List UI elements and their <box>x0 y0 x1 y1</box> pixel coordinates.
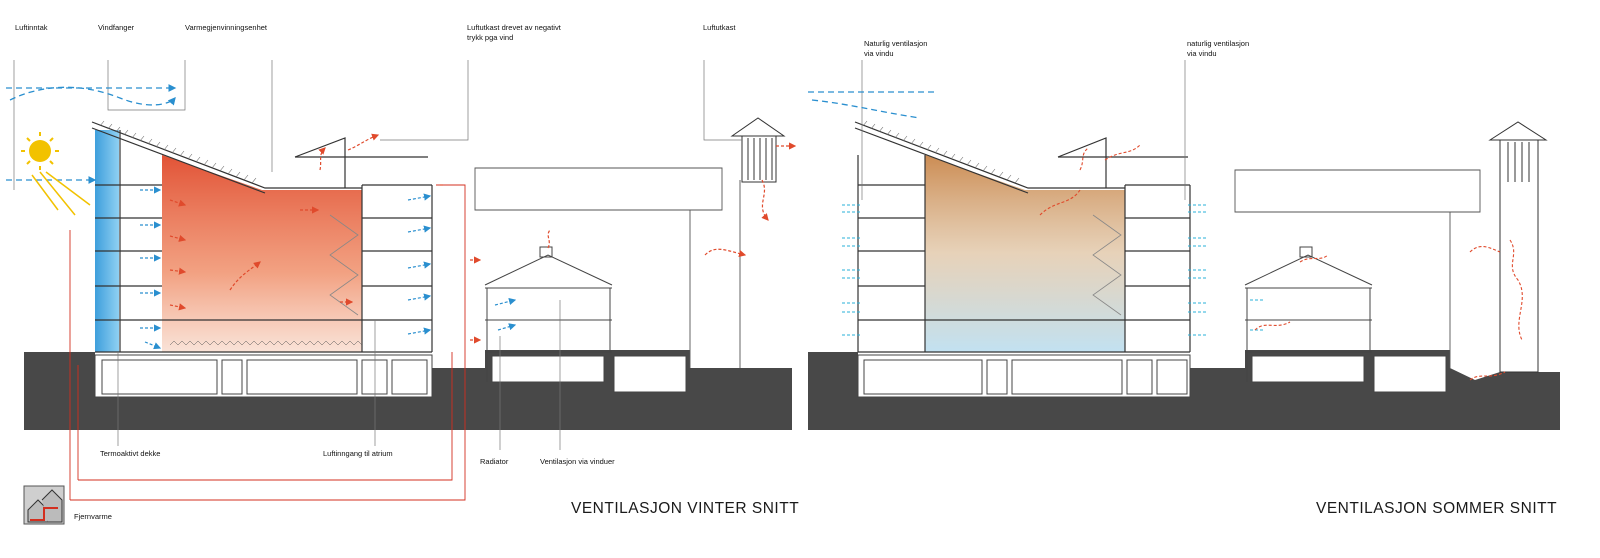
summer-section <box>808 60 1560 430</box>
winter-section <box>6 60 797 525</box>
winter-wind-arrows <box>6 84 177 184</box>
label-ventilasjon-vinduer: Ventilasjon via vinduer <box>540 457 615 466</box>
summer-wind-arrows <box>808 91 935 119</box>
label-naturlig-ventilasjon-2a: naturlig ventilasjon <box>1187 39 1250 48</box>
summer-stairs <box>1092 214 1122 316</box>
winter-roof-hatch <box>99 120 257 184</box>
winter-leader-lines <box>13 60 742 450</box>
summer-building-lines <box>854 121 1191 353</box>
label-radiator: Radiator <box>480 457 509 466</box>
sun-icon <box>21 132 91 216</box>
label-termoaktivt-dekke: Termoaktivt dekke <box>100 449 161 458</box>
winter-building-lines <box>91 121 433 353</box>
label-luftutkast-negativt-line2: trykk pga vind <box>467 33 514 42</box>
label-luftutkast-negativt-line1: Luftutkast drevet av negativt <box>467 23 561 32</box>
summer-roof-hatch <box>862 120 1020 184</box>
winter-cool-air-arrows <box>140 186 517 350</box>
label-luftinntak: Luftinntak <box>15 23 48 32</box>
label-fjernvarme: Fjernvarme <box>74 512 112 521</box>
winter-basement <box>94 354 433 398</box>
district-heating-icon <box>23 485 65 525</box>
summer-tower <box>1488 121 1548 373</box>
label-naturlig-ventilasjon-2b: via vindu <box>1187 49 1217 58</box>
summer-small-house <box>1244 246 1447 393</box>
winter-tower <box>730 117 786 183</box>
winter-heating-pipes <box>69 184 466 501</box>
winter-stairs <box>329 214 359 316</box>
summer-atrium-fill <box>925 155 1125 352</box>
winter-small-house <box>484 246 687 393</box>
label-naturlig-ventilasjon-1b: via vindu <box>864 49 894 58</box>
label-vindfanger: Vindfanger <box>98 23 135 32</box>
summer-basement <box>857 354 1191 398</box>
winter-background-block <box>474 167 741 368</box>
winter-glass-facade <box>95 130 119 352</box>
winter-atrium-fill <box>162 155 362 352</box>
winter-warm-air-arrows <box>169 133 797 344</box>
summer-warm-air-arrows <box>1039 144 1523 381</box>
label-varmegjenvinning: Varmegjenvinningsenhet <box>185 23 267 32</box>
summer-window-ventilation <box>842 204 1265 336</box>
winter-title: VENTILASJON VINTER SNITT <box>571 500 800 517</box>
label-luftutkast: Luftutkast <box>703 23 736 32</box>
label-naturlig-ventilasjon-1a: Naturlig ventilasjon <box>864 39 928 48</box>
summer-title: VENTILASJON SOMMER SNITT <box>1316 500 1558 517</box>
label-luftinngang-atrium: Luftinngang til atrium <box>323 449 393 458</box>
summer-leader-lines <box>861 60 1186 200</box>
winter-floor-coils <box>169 340 363 346</box>
